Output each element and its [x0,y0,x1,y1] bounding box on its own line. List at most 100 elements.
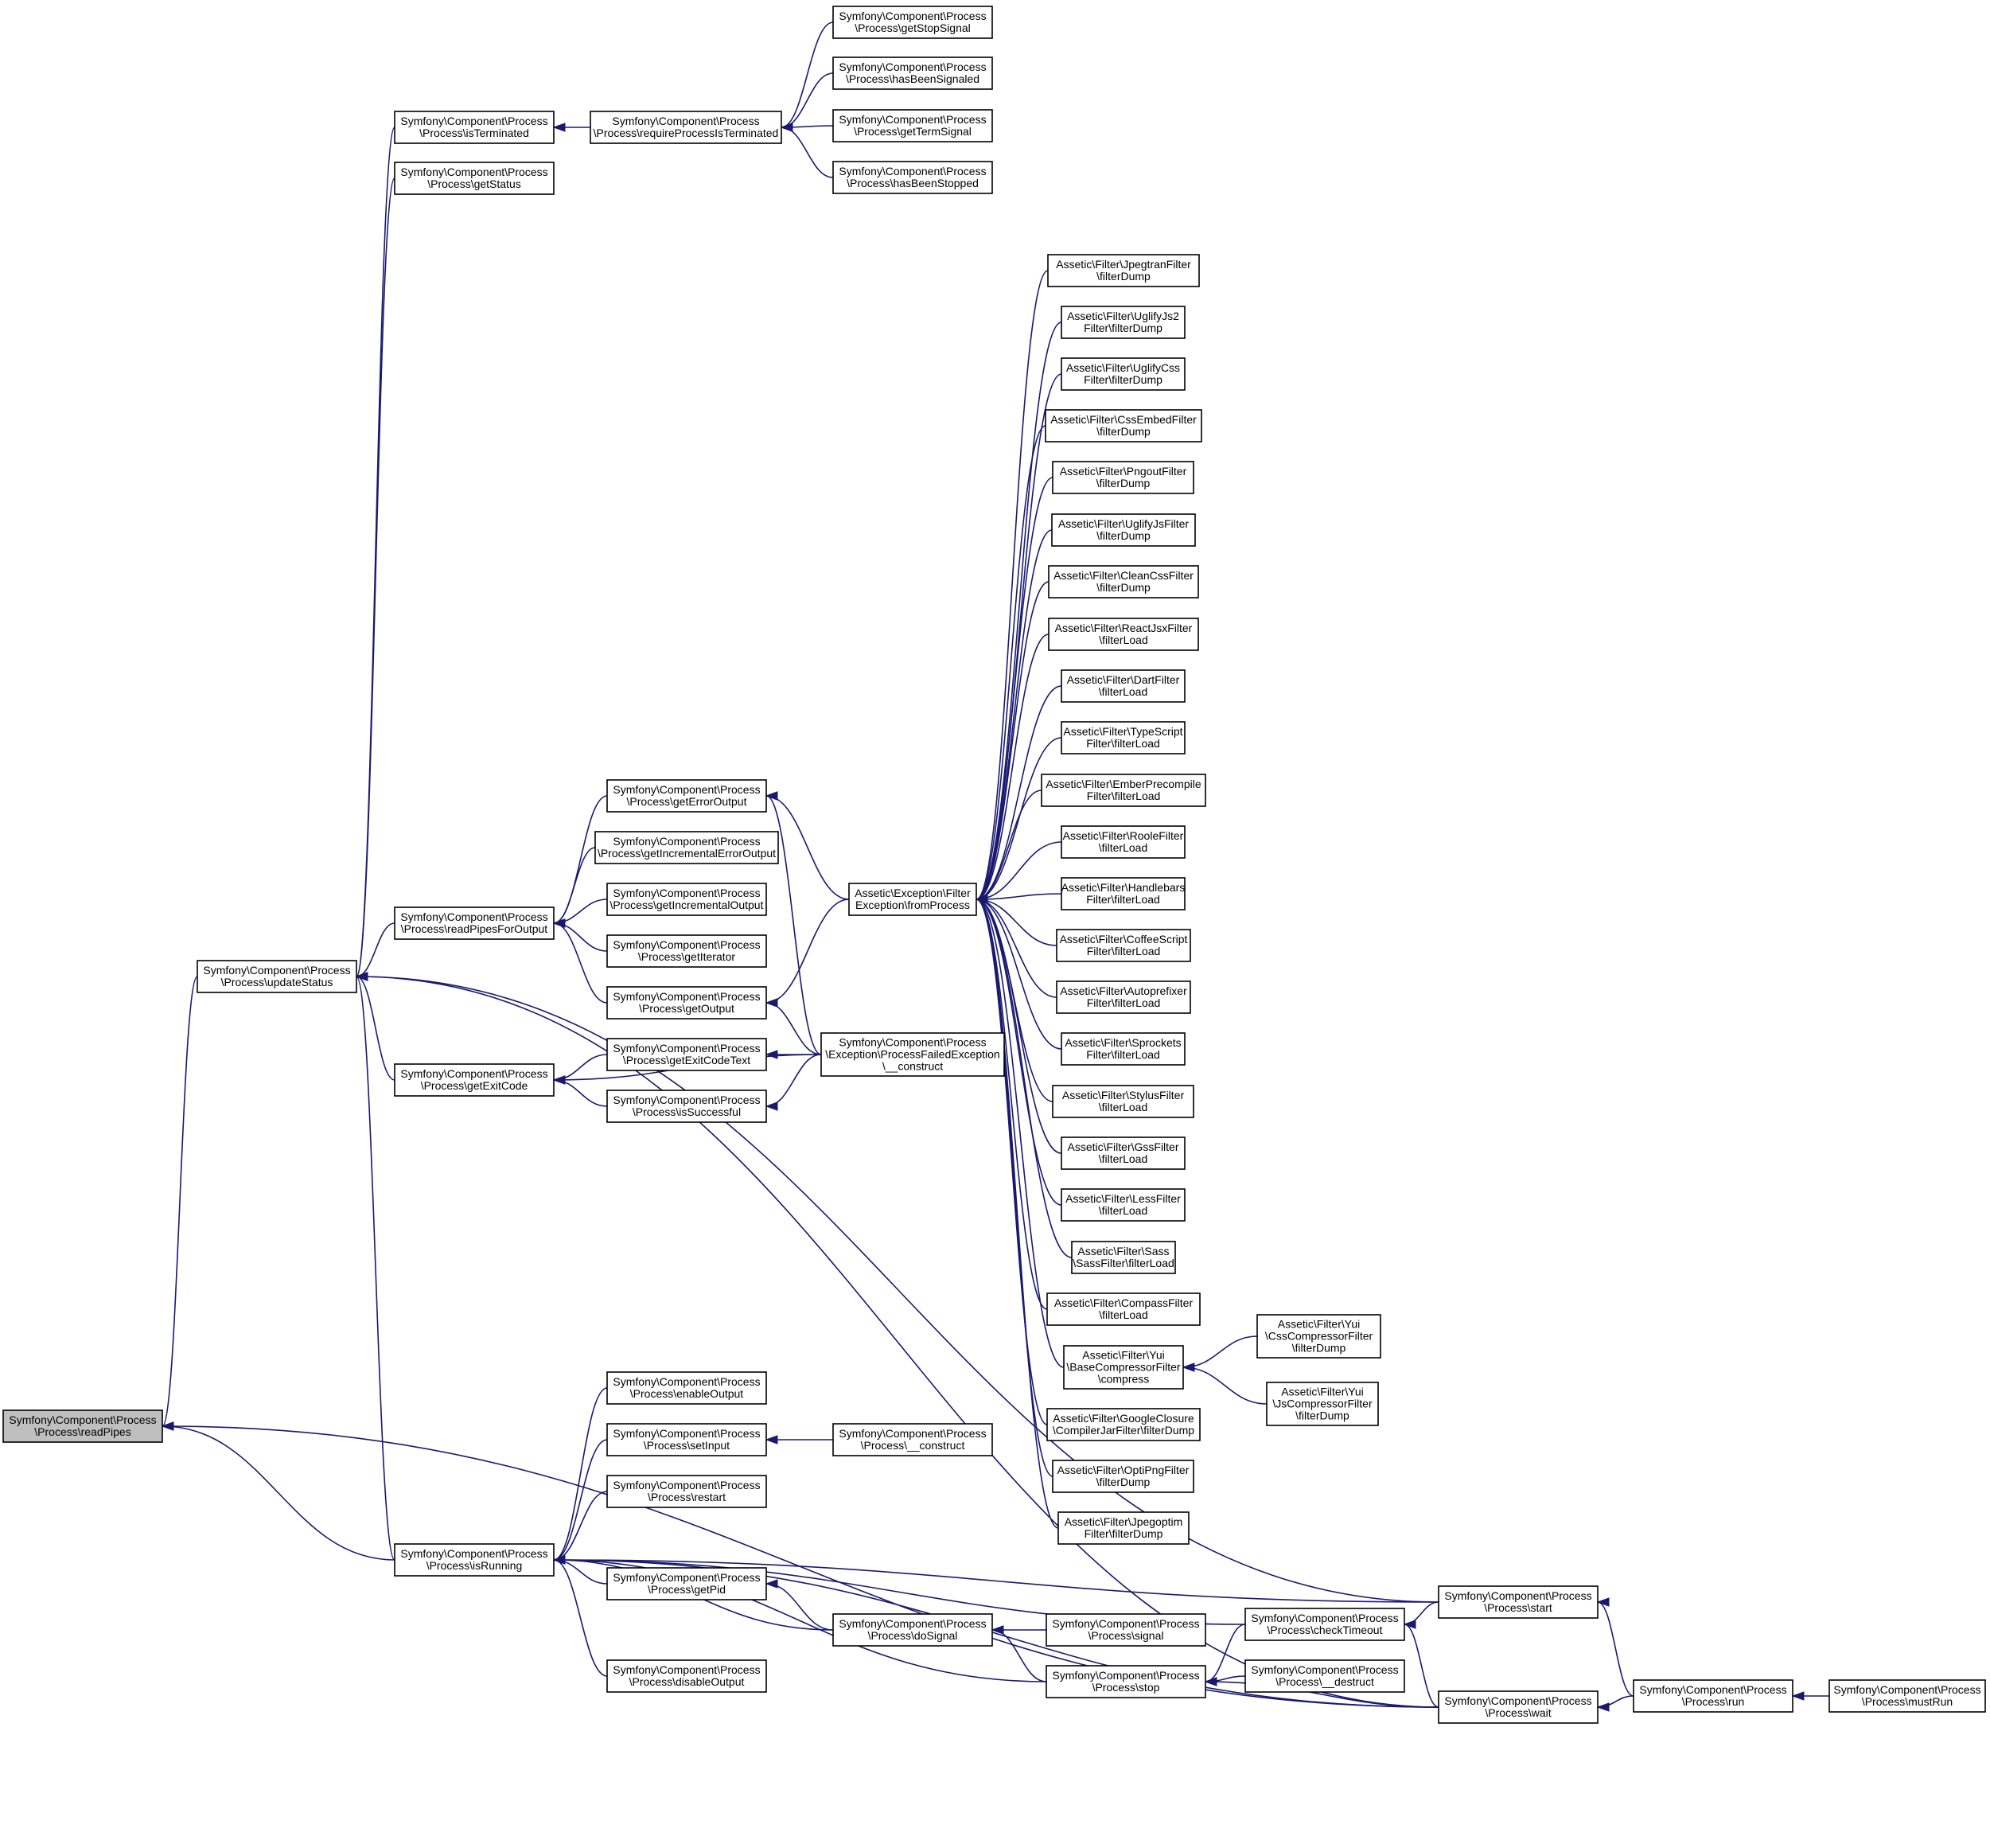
node-box [1061,1032,1186,1066]
node-box [590,111,782,144]
node-label-line: \Process\getStatus [427,177,521,190]
node-readPipes[interactable]: Symfony\Component\Process\Process\readPi… [2,1409,163,1443]
arrowhead [1204,1677,1217,1686]
node-dart[interactable]: Assetic\Filter\DartFilter\filterLoad [1061,669,1186,703]
node-isSuccessful[interactable]: Symfony\Component\Process\Process\isSucc… [606,1090,767,1123]
node-disableOutput[interactable]: Symfony\Component\Process\Process\disabl… [606,1659,767,1693]
node-less[interactable]: Assetic\Filter\LessFilter\filterLoad [1061,1188,1186,1222]
node-reactJsx[interactable]: Assetic\Filter\ReactJsxFilter\filterLoad [1048,618,1199,651]
node-optiPng[interactable]: Assetic\Filter\OptiPngFilter\filterDump [1052,1460,1194,1493]
node-sprockets[interactable]: Assetic\Filter\SprocketsFilter\filterLoa… [1061,1032,1186,1066]
node-getIncrementalErrorOutput[interactable]: Symfony\Component\Process\Process\getInc… [594,831,779,864]
node-hasBeenSignaled[interactable]: Symfony\Component\Process\Process\hasBee… [832,57,993,90]
node-run[interactable]: Symfony\Component\Process\Process\run [1633,1679,1793,1713]
node-checkTimeout[interactable]: Symfony\Component\Process\Process\checkT… [1244,1608,1405,1641]
node-setInput[interactable]: Symfony\Component\Process\Process\setInp… [606,1423,767,1456]
arrowhead [355,972,368,981]
node-compass[interactable]: Assetic\Filter\CompassFilter\filterLoad [1046,1292,1201,1326]
node-box [1056,981,1191,1014]
edge-jpegoptim-to-fromProcess [975,895,1059,1529]
edge-line [976,634,1050,900]
node-getIterator[interactable]: Symfony\Component\Process\Process\getIte… [606,934,767,968]
node-getExitCodeText[interactable]: Symfony\Component\Process\Process\getExi… [606,1038,767,1071]
edge-cleanCss-to-fromProcess [975,581,1050,904]
node-label-line: \Process\wait [1485,1706,1551,1719]
node-uglifyCss[interactable]: Assetic\Filter\UglifyCssFilter\filterDum… [1061,357,1186,391]
node-restart[interactable]: Symfony\Component\Process\Process\restar… [606,1475,767,1508]
node-destruct[interactable]: Symfony\Component\Process\Process\__dest… [1244,1659,1405,1693]
node-box [606,883,767,916]
node-typeScript[interactable]: Assetic\Filter\TypeScriptFilter\filterLo… [1061,721,1186,754]
node-stylus[interactable]: Assetic\Filter\StylusFilter\filterLoad [1052,1085,1194,1118]
node-label-line: \Process\getIncrementalErrorOutput [598,847,776,860]
node-box [1057,1511,1190,1545]
node-roole[interactable]: Assetic\Filter\RooleFilter\filterLoad [1061,825,1186,859]
node-fromProcess[interactable]: Assetic\Exception\FilterException\fromPr… [848,883,977,916]
edge-cssEmbed-to-fromProcess [975,425,1046,904]
node-handlebars[interactable]: Assetic\Filter\HandlebarsFilter\filterLo… [1061,877,1186,910]
node-yuiCompress[interactable]: Assetic\Filter\Yui\BaseCompressorFilter\… [1063,1345,1184,1390]
node-requireProcessIsTerminated[interactable]: Symfony\Component\Process\Process\requir… [590,111,782,144]
node-label-line: \JsCompressorFilter [1272,1398,1373,1410]
node-cssEmbed[interactable]: Assetic\Filter\CssEmbedFilter\filterDump [1045,409,1202,443]
node-pngout[interactable]: Assetic\Filter\PngoutFilter\filterDump [1052,461,1194,494]
node-getIncrementalOutput[interactable]: Symfony\Component\Process\Process\getInc… [606,883,767,916]
node-isTerminated[interactable]: Symfony\Component\Process\Process\isTerm… [394,111,555,144]
node-procConstruct[interactable]: Symfony\Component\Process\Process\__cons… [832,1423,993,1456]
edge-doSignal-to-getPid [765,1579,834,1631]
node-cleanCss[interactable]: Assetic\Filter\CleanCssFilter\filterDump [1048,565,1199,598]
node-getErrorOutput[interactable]: Symfony\Component\Process\Process\getErr… [606,779,767,813]
edge-line [765,795,822,1055]
node-coffeeScript[interactable]: Assetic\Filter\CoffeeScriptFilter\filter… [1056,929,1191,962]
node-updateStatus[interactable]: Symfony\Component\Process\Process\update… [197,960,357,993]
edge-line [553,1439,608,1561]
node-uglifyJs[interactable]: Assetic\Filter\UglifyJsFilter\filterDump [1051,513,1196,547]
node-yuiJs[interactable]: Assetic\Filter\Yui\JsCompressorFilter\fi… [1266,1382,1379,1426]
node-box [394,1063,555,1097]
edge-line [781,72,834,128]
edge-line [781,127,834,178]
node-googleClosure[interactable]: Assetic\Filter\GoogleClosure\CompilerJar… [1046,1408,1201,1441]
node-enableOutput[interactable]: Symfony\Component\Process\Process\enable… [606,1371,767,1405]
node-box [197,960,357,993]
node-isRunning[interactable]: Symfony\Component\Process\Process\isRunn… [394,1543,555,1577]
edge-line [765,1583,834,1631]
edge-line [976,685,1062,900]
node-box [1256,1314,1381,1359]
node-stop[interactable]: Symfony\Component\Process\Process\stop [1046,1665,1206,1698]
node-mustRun[interactable]: Symfony\Component\Process\Process\mustRu… [1828,1679,1986,1713]
node-box [820,1032,1005,1077]
node-getOutput[interactable]: Symfony\Component\Process\Process\getOut… [606,986,767,1020]
node-getTermSignal[interactable]: Symfony\Component\Process\Process\getTer… [832,109,993,142]
node-label-line: Assetic\Filter\PngoutFilter [1060,465,1187,478]
node-getExitCode[interactable]: Symfony\Component\Process\Process\getExi… [394,1063,555,1097]
node-jpegoptim[interactable]: Assetic\Filter\JpegoptimFilter\filterDum… [1057,1511,1190,1545]
node-pfeConstruct[interactable]: Symfony\Component\Process\Exception\Proc… [820,1032,1005,1077]
node-label-line: Symfony\Component\Process [1251,1612,1398,1624]
arrowhead [1403,1620,1416,1629]
node-doSignal[interactable]: Symfony\Component\Process\Process\doSign… [832,1613,993,1647]
edge-line [976,899,1048,1310]
node-getPid[interactable]: Symfony\Component\Process\Process\getPid [606,1567,767,1600]
node-signal[interactable]: Symfony\Component\Process\Process\signal [1046,1613,1206,1647]
edge-line [553,1559,1047,1682]
node-uglifyJs2[interactable]: Assetic\Filter\UglifyJs2Filter\filterDum… [1061,306,1186,339]
node-hasBeenStopped[interactable]: Symfony\Component\Process\Process\hasBee… [832,161,993,194]
node-label-line: \Process\getOutput [639,1002,734,1015]
node-emberPrecompile[interactable]: Assetic\Filter\EmberPrecompileFilter\fil… [1041,774,1206,807]
node-start[interactable]: Symfony\Component\Process\Process\start [1438,1585,1599,1619]
node-sass[interactable]: Assetic\Filter\Sass\SassFilter\filterLoa… [1071,1241,1176,1274]
edge-getExitCode-to-updateStatus [355,972,395,1081]
node-box [606,1567,767,1600]
node-autoprefixer[interactable]: Assetic\Filter\AutoprefixerFilter\filter… [1056,981,1191,1014]
node-getStatus[interactable]: Symfony\Component\Process\Process\getSta… [394,162,555,195]
node-box [606,1659,767,1693]
node-label-line: Symfony\Component\Process [1052,1617,1199,1630]
node-getStopSignal[interactable]: Symfony\Component\Process\Process\getSto… [832,6,993,39]
node-label-line: \Process\getIncrementalOutput [610,899,764,911]
node-yuiCss[interactable]: Assetic\Filter\Yui\CssCompressorFilter\f… [1256,1314,1381,1359]
node-gss[interactable]: Assetic\Filter\GssFilter\filterLoad [1061,1136,1186,1170]
node-jpegtran[interactable]: Assetic\Filter\JpegtranFilter\filterDump [1047,254,1200,287]
node-wait[interactable]: Symfony\Component\Process\Process\wait [1438,1690,1599,1724]
node-readPipesForOutput[interactable]: Symfony\Component\Process\Process\readPi… [394,906,555,940]
